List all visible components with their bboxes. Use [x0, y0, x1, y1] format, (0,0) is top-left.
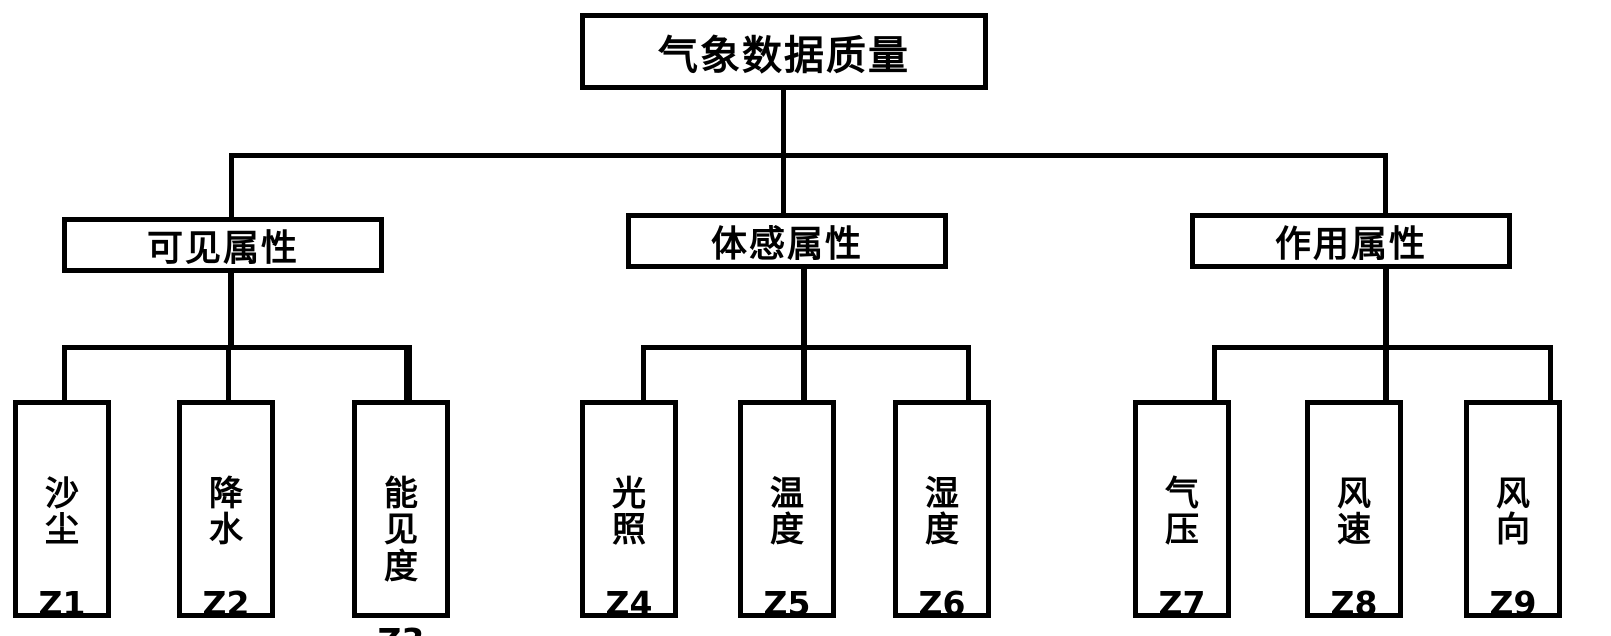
leaf-node-code: Z8	[1330, 583, 1378, 623]
leaf-node-label: 温度	[769, 473, 804, 551]
leaf-node-text: 湿度 Z6	[919, 439, 966, 636]
connector-group1-bus	[62, 345, 412, 350]
connector-group2-drop-3	[966, 345, 971, 402]
leaf-node-label: 风速	[1336, 473, 1371, 551]
leaf-node-text: 降水 Z2	[203, 439, 250, 636]
leaf-node-label: 湿度	[924, 473, 959, 551]
connector-group1-drop-3	[404, 345, 412, 402]
leaf-node-text: 能见度 Z3	[378, 439, 425, 636]
connector-group2-drop-2	[801, 345, 807, 402]
category-node-visible[interactable]: 可见属性	[62, 217, 384, 273]
connector-root-stem	[781, 88, 786, 157]
leaf-node-code: Z2	[202, 583, 250, 623]
category-node-label: 作用属性	[1274, 224, 1427, 265]
leaf-node-wind-speed[interactable]: 风速 Z8	[1305, 400, 1403, 622]
connector-group1-drop-2	[226, 345, 231, 402]
leaf-node-humidity[interactable]: 湿度 Z6	[893, 400, 991, 622]
root-node[interactable]: 气象数据质量	[580, 13, 988, 90]
root-node-label: 气象数据质量	[658, 32, 910, 79]
leaf-node-label: 光照	[611, 473, 646, 551]
connector-bus-to-category-3	[1383, 153, 1388, 219]
connector-group1-drop-1	[62, 345, 67, 402]
leaf-node-temperature[interactable]: 温度 Z5	[738, 400, 836, 622]
category-node-label: 体感属性	[710, 224, 863, 265]
leaf-node-label: 能见度	[383, 473, 418, 588]
leaf-node-air-pressure[interactable]: 气压 Z7	[1133, 400, 1231, 622]
leaf-node-label: 沙尘	[44, 473, 79, 551]
leaf-node-precipitation[interactable]: 降水 Z2	[177, 400, 275, 622]
leaf-node-code: Z6	[918, 583, 966, 623]
category-node-label: 可见属性	[146, 228, 299, 269]
connector-bus-to-category-2	[781, 153, 786, 219]
leaf-node-code: Z3	[378, 622, 425, 636]
leaf-node-code: Z1	[38, 583, 86, 623]
connector-bus-to-category-1	[229, 153, 234, 219]
leaf-node-text: 光照 Z4	[606, 439, 653, 636]
leaf-node-wind-direction[interactable]: 风向 Z9	[1464, 400, 1562, 622]
connector-group3-drop-1	[1212, 345, 1217, 402]
leaf-node-code: Z4	[605, 583, 653, 623]
connector-group2-drop-1	[641, 345, 646, 402]
connector-group3-drop-3	[1548, 345, 1553, 402]
leaf-node-code: Z9	[1489, 583, 1537, 623]
leaf-node-label: 降水	[208, 473, 243, 551]
leaf-node-label: 气压	[1164, 473, 1199, 551]
connector-category2-stem	[801, 267, 807, 348]
leaf-node-label: 风向	[1495, 473, 1530, 551]
category-node-somatosensory[interactable]: 体感属性	[626, 213, 948, 269]
connector-main-bus	[229, 153, 1388, 158]
leaf-node-text: 风向 Z9	[1490, 439, 1537, 636]
leaf-node-text: 温度 Z5	[764, 439, 811, 636]
connector-category3-stem	[1383, 267, 1389, 348]
leaf-node-illumination[interactable]: 光照 Z4	[580, 400, 678, 622]
leaf-node-visibility[interactable]: 能见度 Z3	[352, 400, 450, 636]
category-node-functional[interactable]: 作用属性	[1190, 213, 1512, 269]
connector-category1-stem	[228, 271, 234, 348]
leaf-node-dust[interactable]: 沙尘 Z1	[13, 400, 111, 622]
leaf-node-code: Z5	[763, 583, 811, 623]
connector-group3-bus	[1212, 345, 1553, 350]
leaf-node-text: 气压 Z7	[1159, 439, 1206, 636]
leaf-node-code: Z7	[1158, 583, 1206, 623]
connector-group3-drop-2	[1383, 345, 1389, 402]
leaf-node-text: 风速 Z8	[1331, 439, 1378, 636]
leaf-node-text: 沙尘 Z1	[39, 439, 86, 636]
